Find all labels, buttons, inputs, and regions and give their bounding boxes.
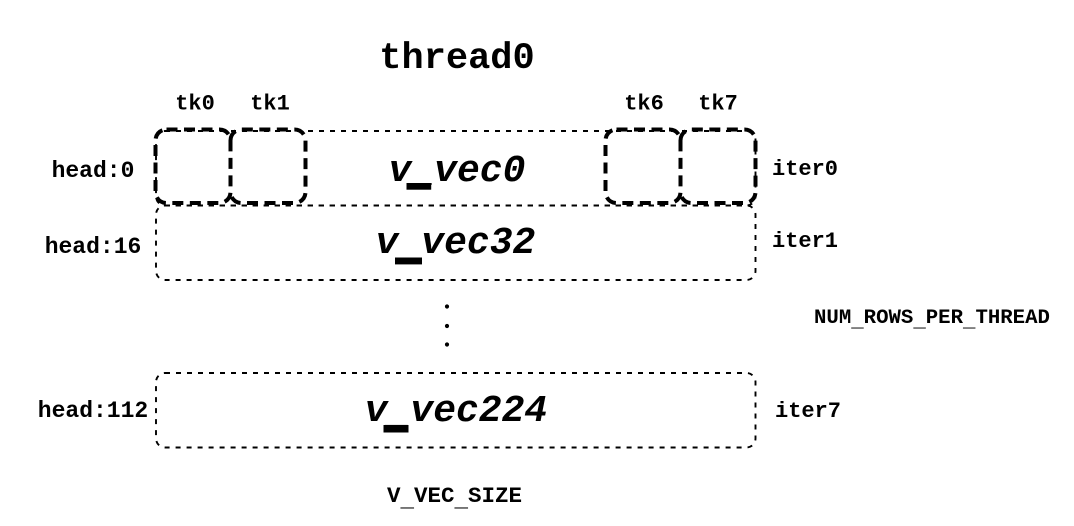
svg-text:head:112: head:112 <box>38 398 148 424</box>
svg-text:tk7: tk7 <box>698 92 738 117</box>
svg-text:head:0: head:0 <box>52 158 135 184</box>
svg-text:tk0: tk0 <box>175 92 215 117</box>
svg-text:thread0: thread0 <box>379 38 534 80</box>
svg-text:V_VEC_SIZE: V_VEC_SIZE <box>387 483 522 513</box>
svg-text:tk1: tk1 <box>250 92 290 117</box>
svg-text:head:16: head:16 <box>45 234 142 260</box>
svg-text:iter7: iter7 <box>775 399 841 424</box>
svg-text:tk6: tk6 <box>624 92 664 117</box>
svg-text:iter1: iter1 <box>772 229 838 254</box>
svg-text:iter0: iter0 <box>772 157 838 182</box>
svg-text:NUM_ROWS_PER_THREAD: NUM_ROWS_PER_THREAD <box>814 307 1050 334</box>
